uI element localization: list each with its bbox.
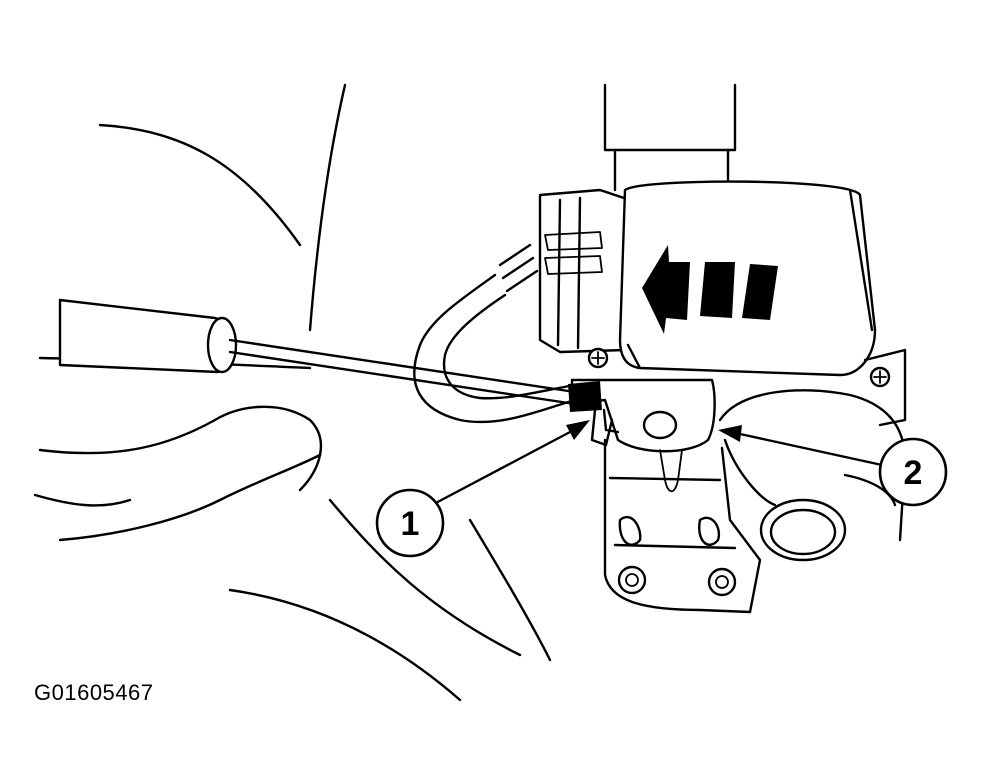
control-rod: [58, 298, 577, 406]
direction-arrow-icon: [642, 245, 778, 334]
callout-2: 2: [878, 437, 948, 507]
housing-bolts: [587, 347, 907, 427]
air-duct: [718, 389, 907, 562]
callout-1: 1: [375, 488, 445, 558]
callout-1-label: 1: [401, 505, 420, 543]
sensor-housing: [538, 180, 877, 377]
lower-bracket: [603, 438, 762, 614]
sensor-clip: [568, 378, 716, 453]
upper-bracket: [603, 83, 737, 192]
callout-2-label: 2: [904, 454, 923, 492]
callout-leaders: [430, 420, 884, 507]
body-panel-lines: [33, 83, 552, 702]
callout-2-circle: [878, 437, 948, 507]
figure-id: G01605467: [34, 680, 154, 705]
callout-1-circle: [375, 488, 445, 558]
retaining-tab: [590, 408, 620, 447]
